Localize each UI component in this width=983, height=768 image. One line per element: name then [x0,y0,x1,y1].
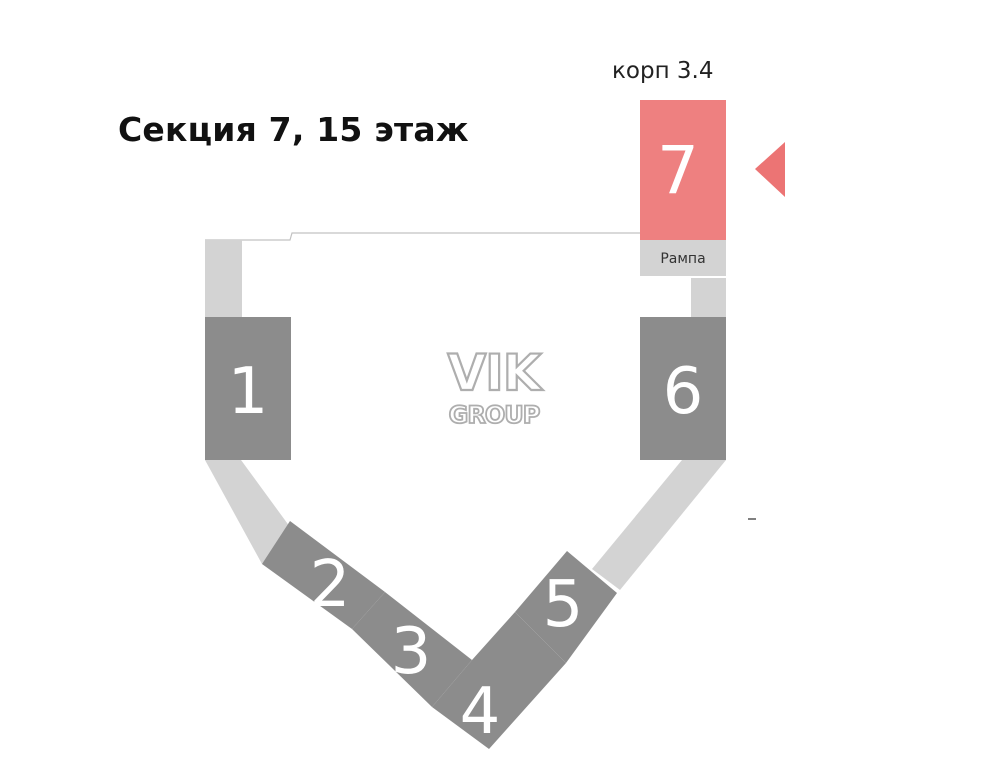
section-2-label: 2 [310,548,351,622]
connector-1-2 [205,460,290,564]
section-4-label: 4 [460,675,501,749]
vik-group-logo: VIK GROUP [446,343,545,430]
section-1-label: 1 [228,355,269,429]
logo-line-2: GROUP [449,401,540,429]
page-title: Секция 7, 15 этаж [118,110,469,149]
section-6-label: 6 [663,355,704,429]
section-5[interactable]: 5 [515,551,617,663]
section-5-label: 5 [543,568,584,642]
connector-6-top [691,278,726,318]
section-3-label: 3 [391,615,432,689]
section-7-label: 7 [657,132,699,209]
courtyard-outline [205,232,640,241]
section-4[interactable]: 4 [432,612,566,749]
connector-1-top [205,240,242,317]
building-label: корп 3.4 [612,58,714,84]
ramp-label: Рампа [660,251,705,267]
connector-5-6 [592,460,726,590]
section-3[interactable]: 3 [352,592,472,707]
selection-marker-icon [755,142,785,197]
ramp[interactable] [640,240,726,276]
section-6[interactable]: 6 [640,317,726,460]
section-7-selected[interactable]: 7 [640,100,726,240]
logo-line-1: VIK [447,344,543,402]
section-1[interactable]: 1 [205,317,291,460]
section-2[interactable]: 2 [262,521,385,629]
